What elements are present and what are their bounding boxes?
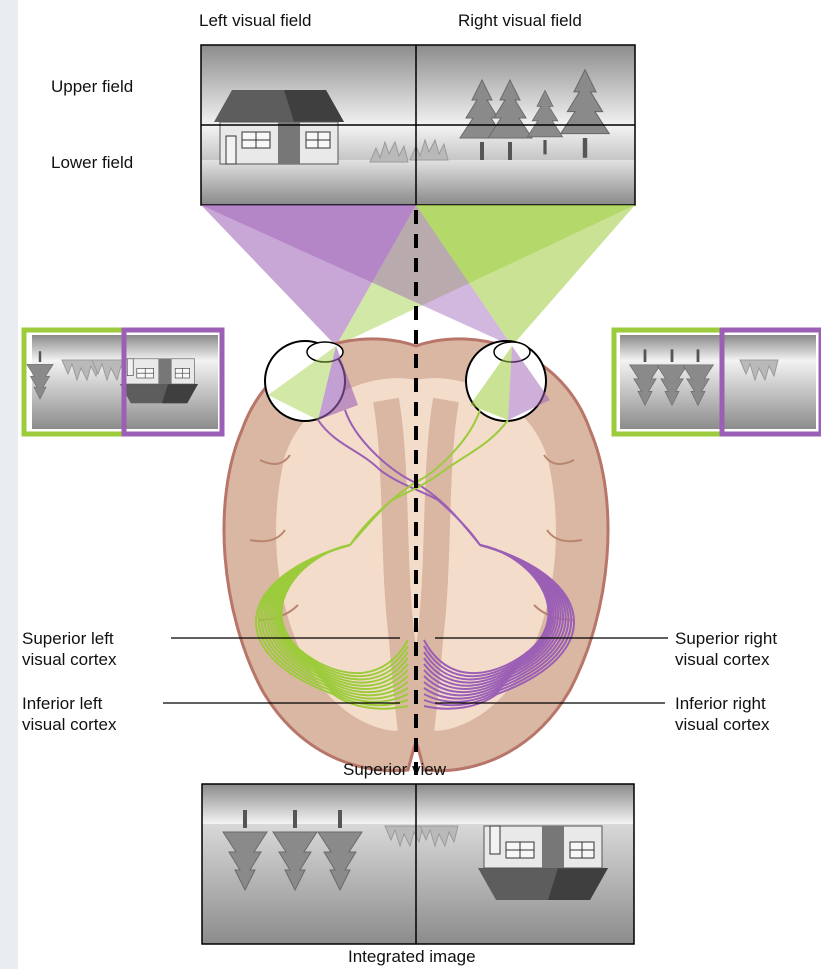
superior-left-line2: visual cortex — [22, 649, 116, 670]
lower-field-label: Lower field — [51, 152, 133, 173]
inferior-left-visual-cortex-label: Inferior left visual cortex — [22, 693, 116, 735]
upper-field-label: Upper field — [51, 76, 133, 97]
superior-right-visual-cortex-label: Superior right visual cortex — [675, 628, 777, 670]
inferior-right-line2: visual cortex — [675, 714, 769, 735]
superior-view-label: Superior view — [343, 759, 446, 780]
integrated-image-label: Integrated image — [348, 946, 476, 967]
inferior-left-line1: Inferior left — [22, 693, 116, 714]
light-cones — [201, 205, 635, 346]
superior-left-line1: Superior left — [22, 628, 116, 649]
house-icon — [214, 90, 344, 164]
superior-left-visual-cortex-label: Superior left visual cortex — [22, 628, 116, 670]
integrated-image-panel — [202, 784, 634, 944]
right-retina-panel — [614, 330, 821, 434]
superior-right-line2: visual cortex — [675, 649, 777, 670]
left-visual-field-label: Left visual field — [199, 10, 311, 31]
top-scene-panel — [201, 45, 635, 205]
inferior-right-visual-cortex-label: Inferior right visual cortex — [675, 693, 769, 735]
left-retina-panel — [24, 330, 222, 434]
inferior-left-line2: visual cortex — [22, 714, 116, 735]
superior-right-line1: Superior right — [675, 628, 777, 649]
right-visual-field-label: Right visual field — [458, 10, 582, 31]
page-edge-strip — [0, 0, 18, 969]
inferior-right-line1: Inferior right — [675, 693, 769, 714]
